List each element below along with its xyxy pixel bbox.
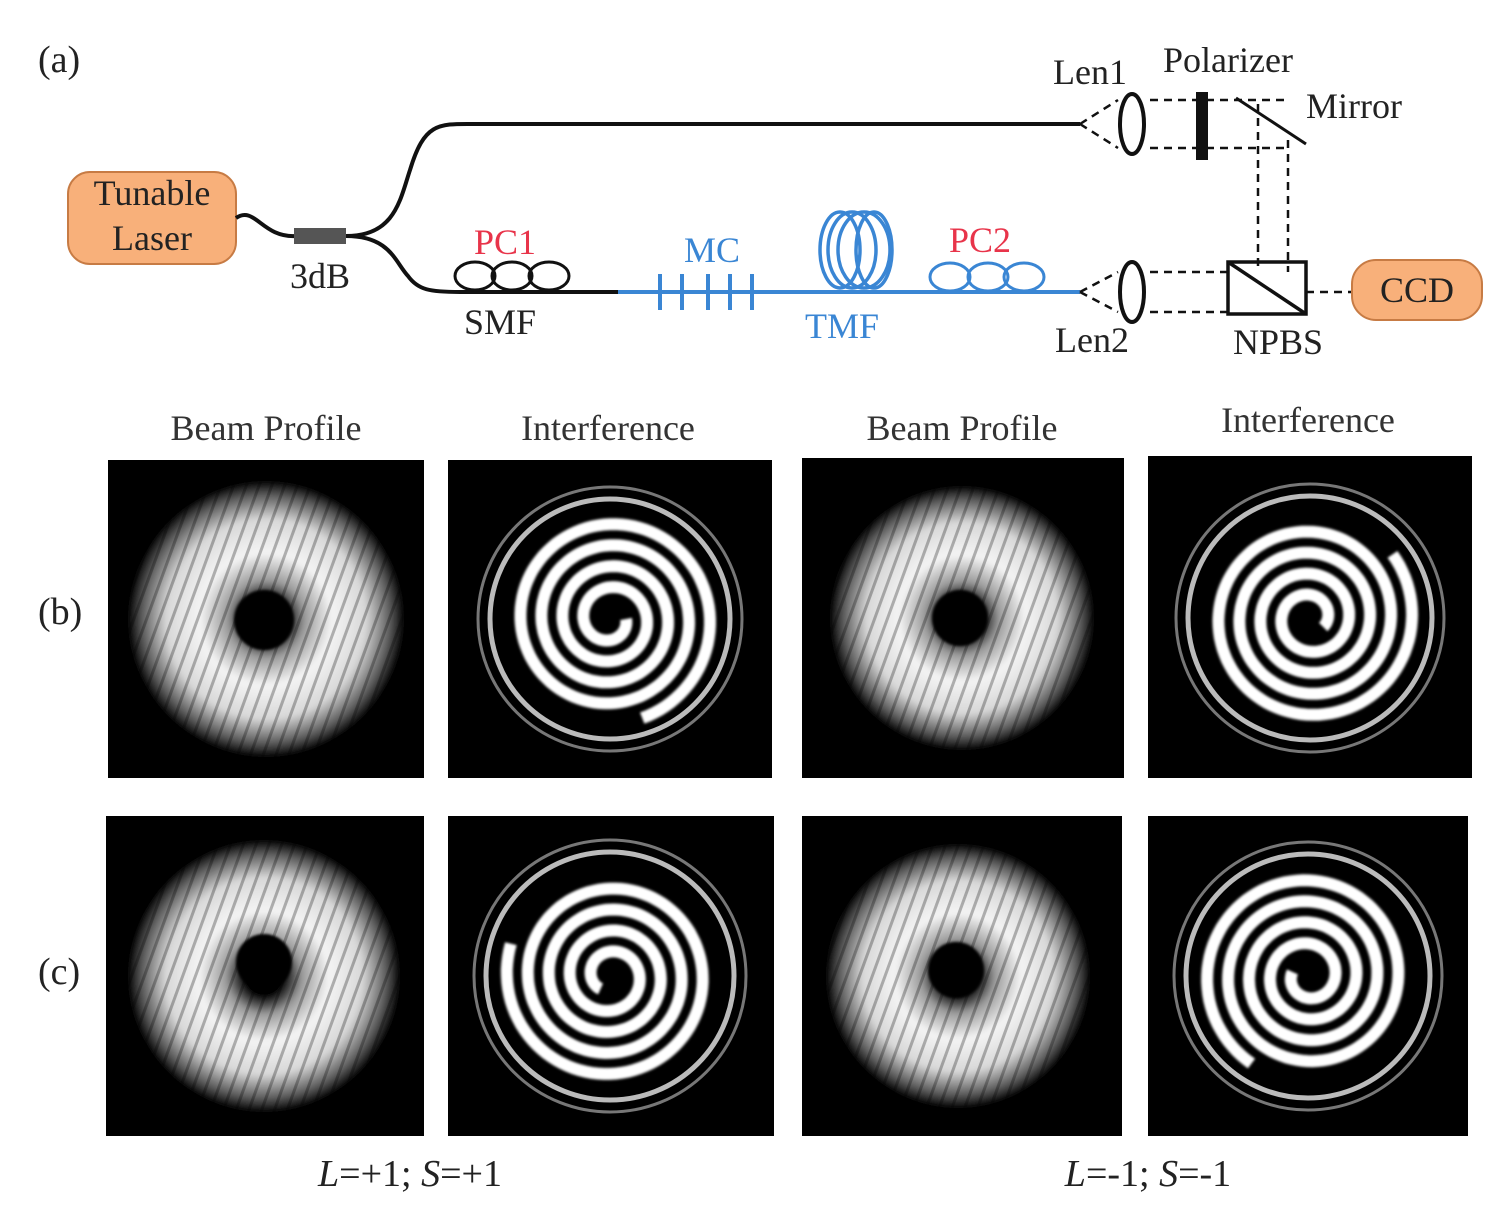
pc2-label: PC2 bbox=[949, 220, 1011, 260]
polarizer-element bbox=[1196, 92, 1208, 160]
coupler-3db bbox=[294, 228, 346, 244]
caption-right-L: L bbox=[1064, 1153, 1086, 1195]
caption-right-L-value: =-1; bbox=[1086, 1153, 1159, 1195]
caption-right-S-value: =-1 bbox=[1178, 1153, 1231, 1195]
coupler-label: 3dB bbox=[290, 256, 350, 296]
beam-profile-c3 bbox=[802, 816, 1122, 1136]
caption-left-S-value: =+1 bbox=[440, 1153, 502, 1195]
beam-profile-b1 bbox=[108, 460, 424, 778]
caption-left-S: S bbox=[421, 1153, 440, 1195]
beam-profile-b3 bbox=[802, 458, 1124, 778]
polarizer-label: Polarizer bbox=[1163, 40, 1293, 80]
smf-label: SMF bbox=[464, 302, 536, 342]
smf-fiber bbox=[345, 234, 618, 294]
panel-label-b: (b) bbox=[38, 591, 82, 633]
caption-left-L: L bbox=[317, 1153, 339, 1195]
tmf-label: TMF bbox=[805, 306, 879, 346]
panel-label-a: (a) bbox=[38, 39, 80, 81]
mirror-label: Mirror bbox=[1306, 86, 1402, 126]
upper-beam-dashes bbox=[1079, 98, 1290, 272]
tmf-coil bbox=[818, 210, 894, 290]
npbs-cube bbox=[1226, 260, 1308, 316]
interference-c4 bbox=[1148, 816, 1468, 1136]
len1-label: Len1 bbox=[1053, 52, 1127, 92]
mirror-element bbox=[1235, 96, 1307, 146]
len1-lens bbox=[1118, 92, 1146, 156]
interference-c2 bbox=[448, 816, 774, 1136]
caption-left-L-value: =+1; bbox=[339, 1153, 421, 1195]
beam-profile-c1 bbox=[106, 816, 424, 1136]
pc1-label: PC1 bbox=[474, 222, 536, 262]
column-title-1: Beam Profile bbox=[171, 408, 362, 448]
len2-lens bbox=[1118, 260, 1146, 324]
len2-label: Len2 bbox=[1055, 320, 1129, 360]
pc1-loops bbox=[453, 260, 571, 292]
reference-arm-fiber bbox=[345, 121, 1080, 238]
caption-left: L=+1; S=+1 bbox=[317, 1153, 502, 1195]
panel-label-c: (c) bbox=[38, 951, 80, 993]
tunable-laser-label-1: Tunable bbox=[94, 173, 211, 213]
column-title-4: Interference bbox=[1221, 400, 1395, 440]
tunable-laser-label-2: Laser bbox=[112, 218, 192, 258]
column-title-2: Interference bbox=[521, 408, 695, 448]
ccd-box: CCD bbox=[1351, 259, 1483, 321]
column-title-3: Beam Profile bbox=[867, 408, 1058, 448]
npbs-label: NPBS bbox=[1233, 322, 1323, 362]
interference-b4 bbox=[1148, 456, 1472, 778]
interference-b2 bbox=[448, 460, 772, 778]
mc-label: MC bbox=[684, 230, 740, 270]
laser-fiber bbox=[234, 213, 297, 239]
pc2-loops bbox=[928, 261, 1046, 293]
tunable-laser-box: Tunable Laser bbox=[67, 171, 237, 265]
caption-right-S: S bbox=[1159, 1153, 1178, 1195]
mode-converter-gratings bbox=[658, 274, 754, 310]
ccd-label: CCD bbox=[1380, 270, 1454, 310]
caption-right: L=-1; S=-1 bbox=[1064, 1153, 1231, 1195]
lower-beam-dashes bbox=[1079, 270, 1352, 314]
